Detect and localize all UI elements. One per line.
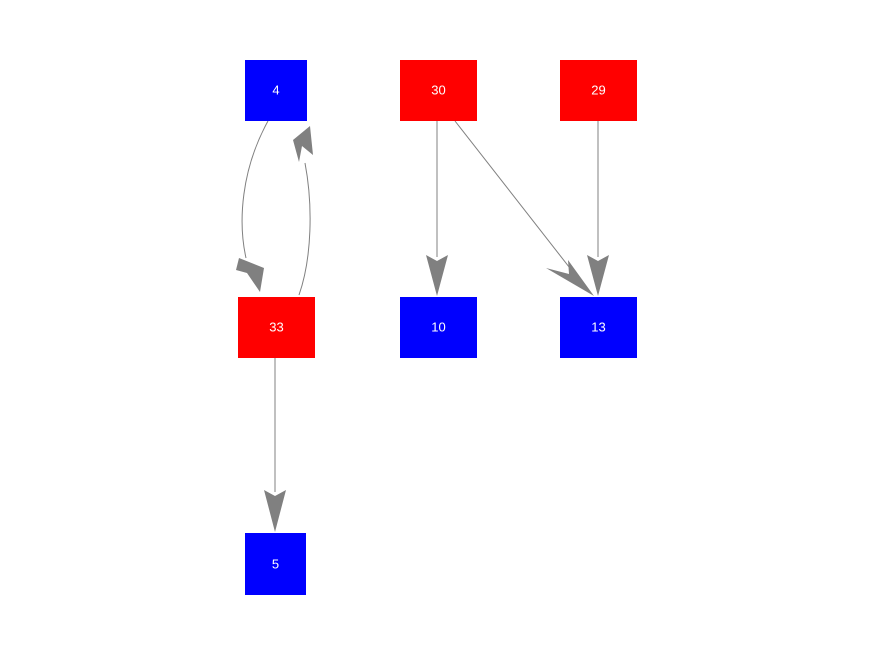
edge-30-to-10 xyxy=(426,121,448,296)
node-label: 33 xyxy=(269,319,284,335)
graph-node-30[interactable]: 30 xyxy=(400,60,477,121)
edge-4-to-33 xyxy=(236,120,269,292)
node-label: 10 xyxy=(431,319,446,335)
node-label: 13 xyxy=(591,319,606,335)
arrowhead-icon xyxy=(236,258,264,292)
graph-node-33[interactable]: 33 xyxy=(238,297,315,358)
node-label: 4 xyxy=(272,82,280,98)
edge-33-to-5 xyxy=(264,358,286,532)
arrowhead-icon xyxy=(546,260,594,296)
edge-30-to-13 xyxy=(454,120,594,296)
edge-line xyxy=(454,120,581,282)
graph-node-13[interactable]: 13 xyxy=(560,297,637,358)
edge-line xyxy=(241,120,269,259)
graph-node-4[interactable]: 4 xyxy=(245,60,307,121)
graph-node-29[interactable]: 29 xyxy=(560,60,637,121)
arrowhead-icon xyxy=(587,255,609,296)
node-label: 5 xyxy=(271,556,280,571)
arrowhead-icon xyxy=(264,490,286,532)
node-label: 30 xyxy=(431,82,446,98)
arrowhead-icon xyxy=(426,255,448,296)
edge-33-to-4 xyxy=(293,126,313,296)
graph-node-10[interactable]: 10 xyxy=(400,297,477,358)
edge-line xyxy=(298,162,311,296)
edge-29-to-13 xyxy=(587,121,609,296)
graph-node-5[interactable]: 5 xyxy=(245,533,306,595)
node-label: 29 xyxy=(591,82,606,98)
arrowhead-icon xyxy=(293,126,313,162)
